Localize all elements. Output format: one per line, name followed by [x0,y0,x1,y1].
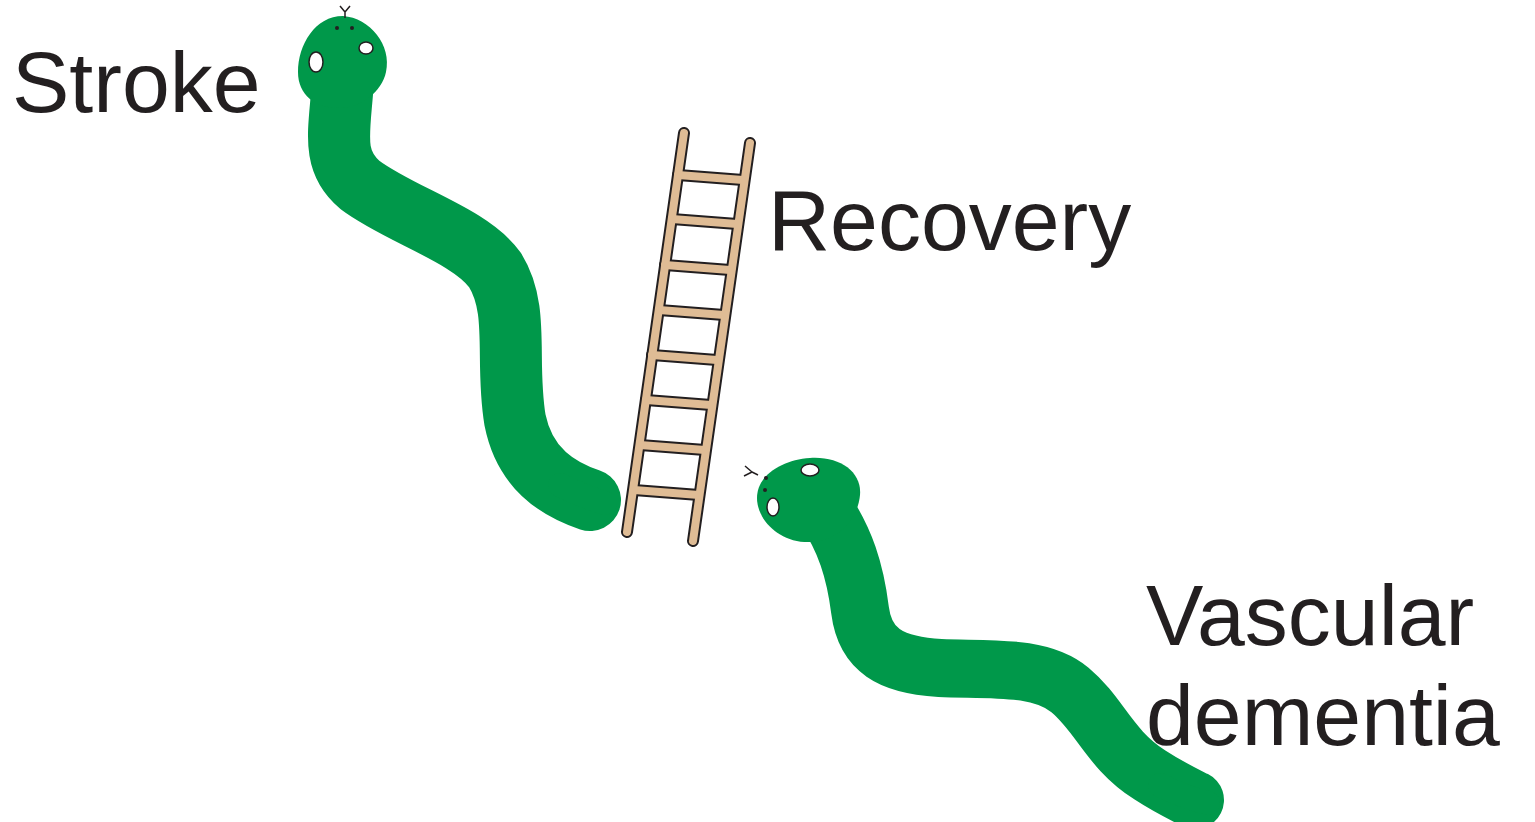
text-label: Stroke [12,32,261,132]
lower-snake [744,458,1208,803]
ladder [627,133,750,541]
text-label: Recovery [768,170,1131,270]
text-label: Vascular dementia [1146,565,1528,765]
upper-snake [298,6,605,503]
